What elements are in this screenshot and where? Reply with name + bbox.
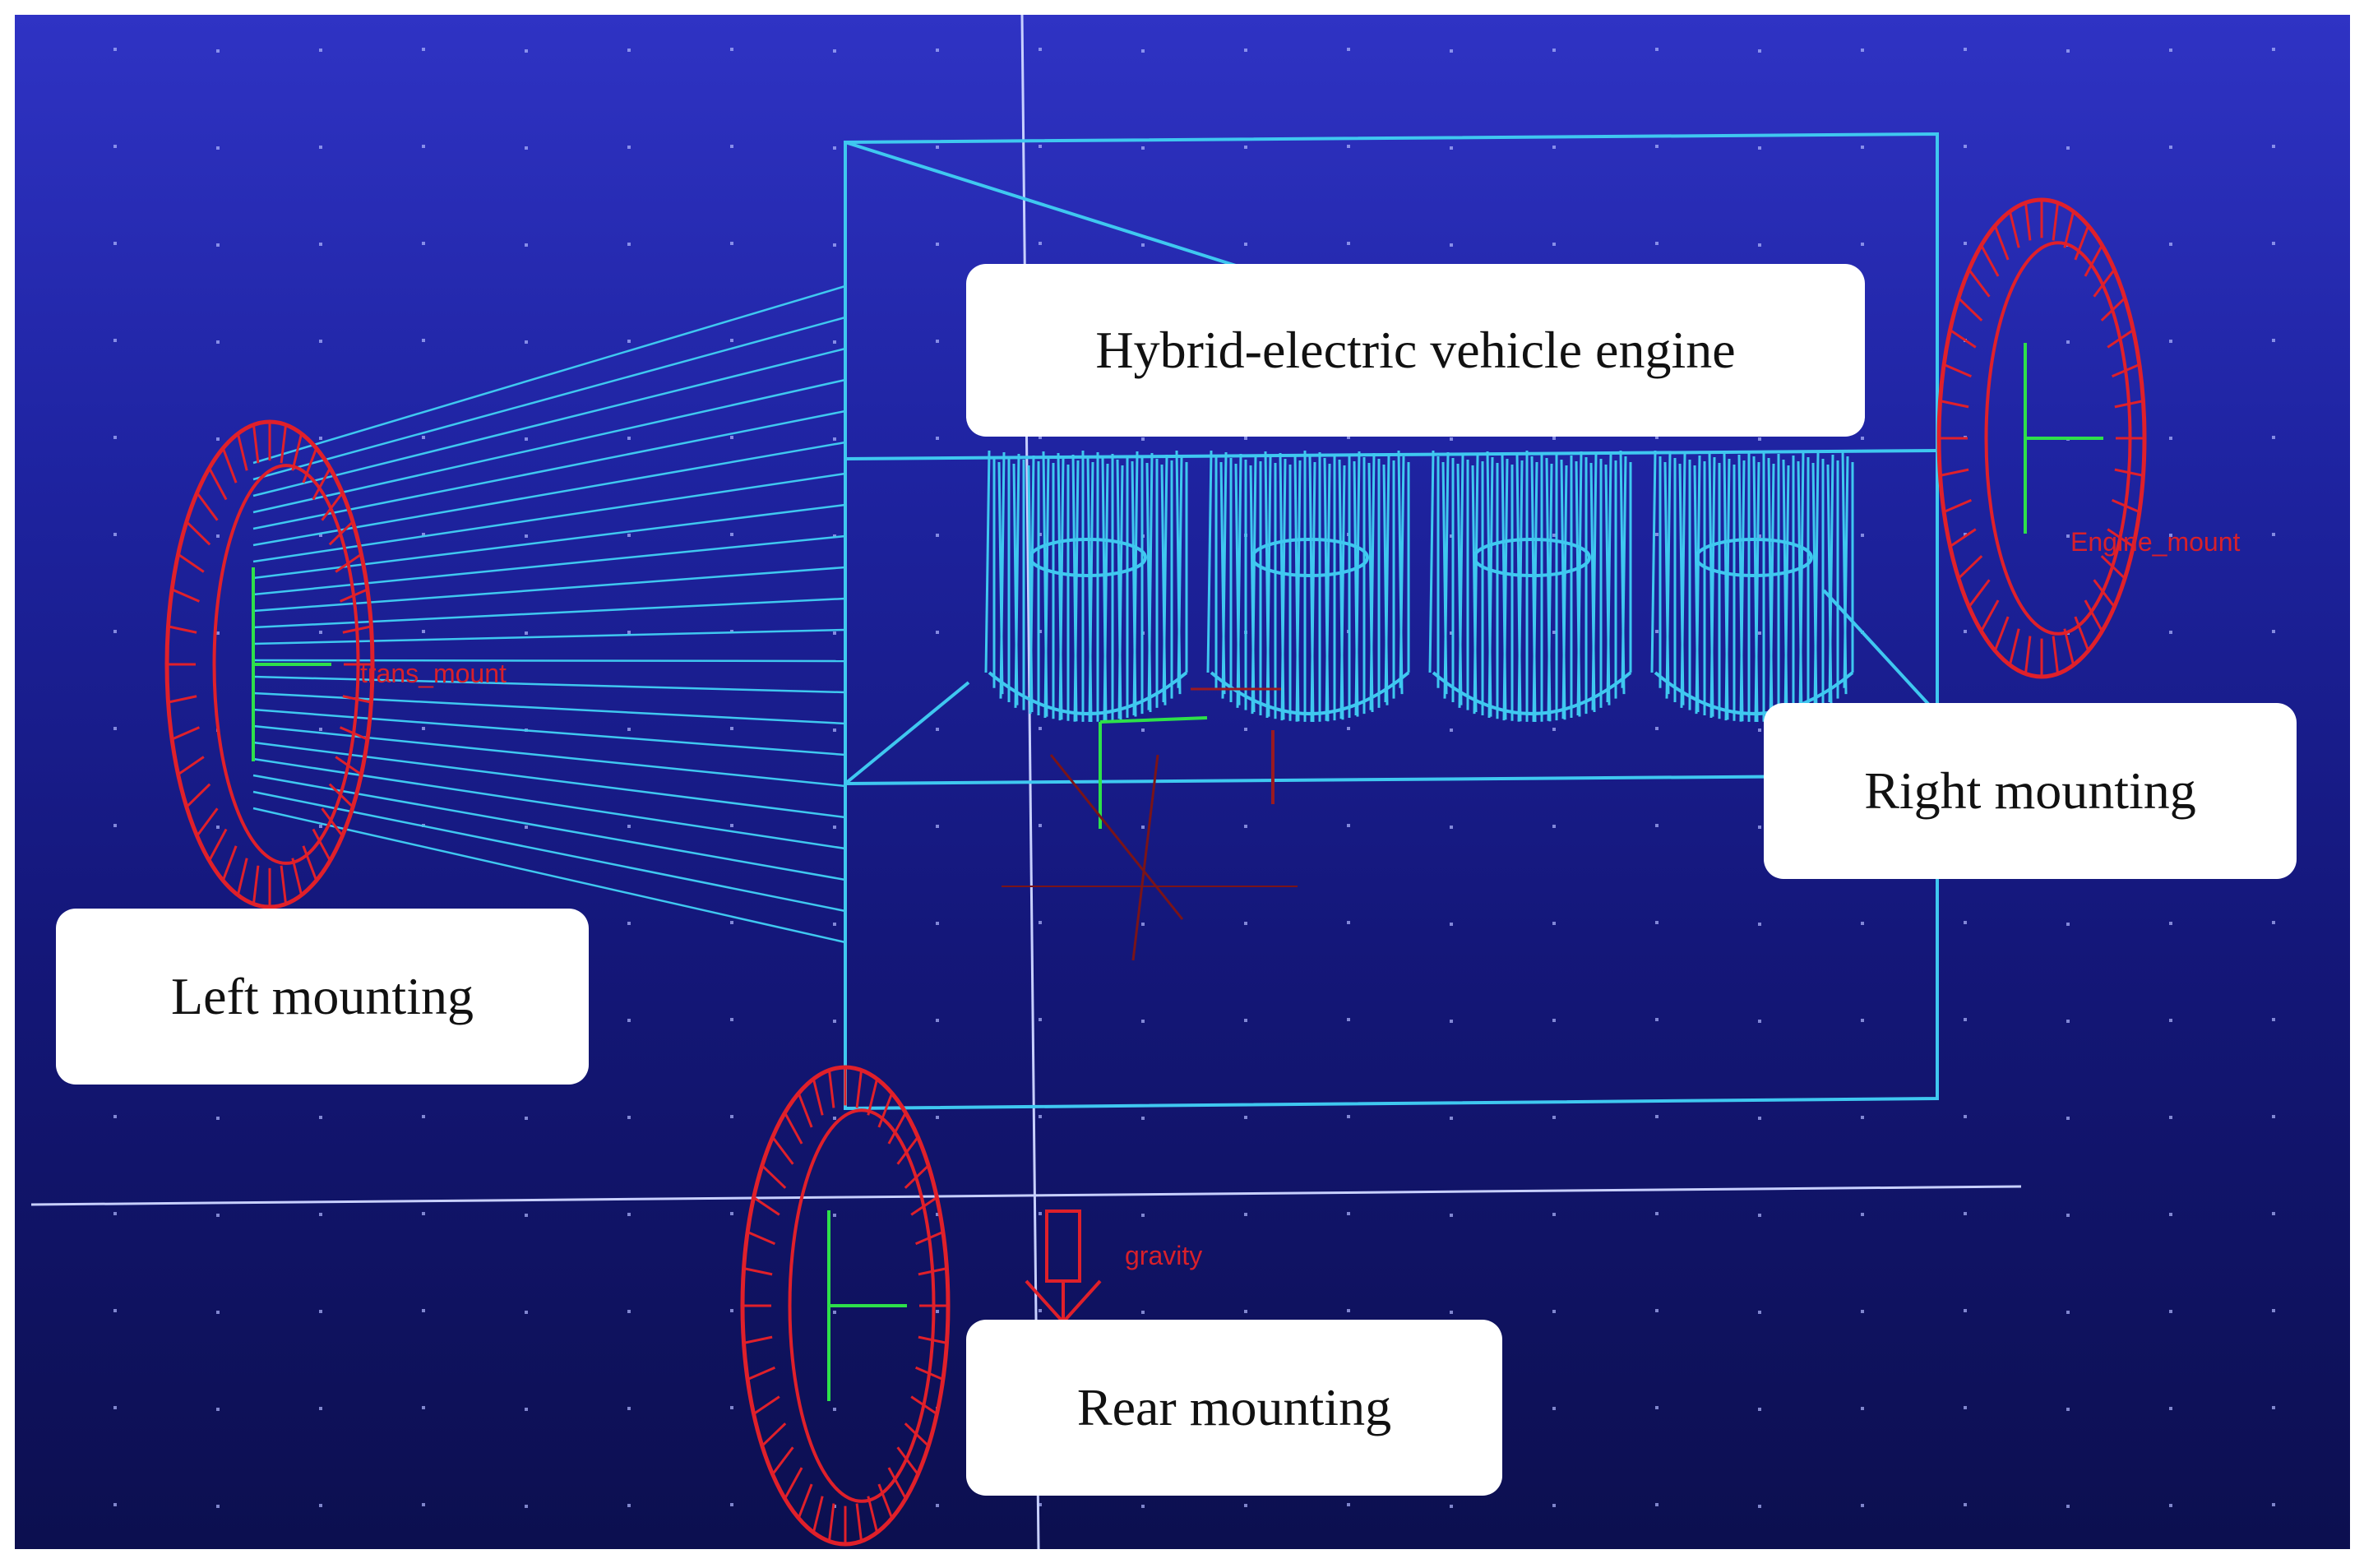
rear-mounting-label: Rear mounting (1076, 1378, 1392, 1436)
trans-mount-annotation: trans_mount (360, 659, 507, 688)
gravity-annotation: gravity (1125, 1241, 1202, 1270)
right-mounting-bushing (1936, 197, 2147, 679)
left-mounting-bushing (164, 419, 375, 909)
horizontal-axis-line (30, 1185, 2022, 1206)
cylinder-2 (1206, 450, 1410, 723)
cad-viewport: gravity Engine_mount trans_mount Hybrid-… (15, 15, 2350, 1549)
left-mounting-callout: Left mounting (56, 909, 589, 1085)
cylinder-3 (1428, 450, 1632, 723)
rear-mounting-callout: Rear mounting (966, 1320, 1502, 1496)
right-mounting-label: Right mounting (1864, 761, 2196, 820)
cylinder-1 (984, 450, 1188, 723)
rear-mounting-bushing (740, 1065, 951, 1547)
engine-block-wireframe (844, 132, 1939, 1111)
engine-wireframe-scene: gravity Engine_mount trans_mount (30, 15, 2275, 1549)
center-of-mass-marker (1002, 687, 1298, 961)
cylinder-4 (1650, 450, 1854, 723)
right-mounting-callout: Right mounting (1764, 703, 2297, 879)
left-mount-linkage-lines (252, 284, 846, 944)
engine-label: Hybrid-electric vehicle engine (1095, 321, 1736, 379)
gravity-arrow (1025, 1210, 1102, 1325)
engine-mount-annotation: Engine_mount (2070, 527, 2240, 557)
left-mounting-label: Left mounting (171, 967, 474, 1025)
engine-callout: Hybrid-electric vehicle engine (966, 264, 1865, 437)
engine-cylinders (984, 450, 1854, 723)
